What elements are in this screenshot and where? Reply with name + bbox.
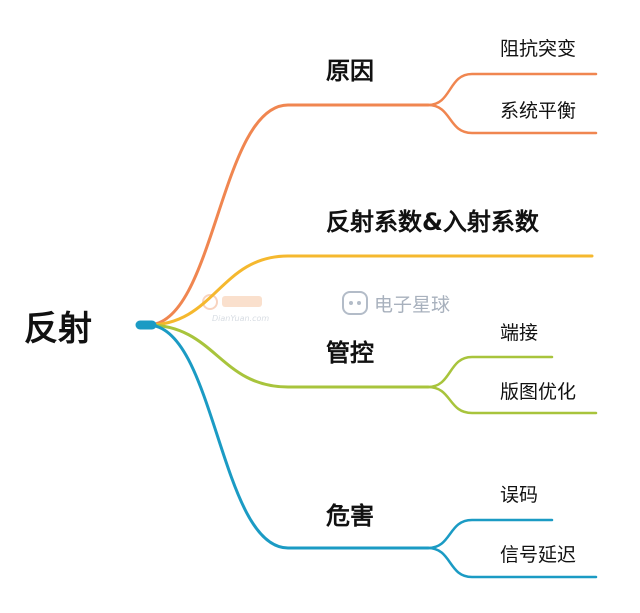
root-node-label: 反射 [24, 309, 92, 349]
branch-label-control: 管控 [326, 339, 374, 367]
leaf-label-impedance: 阻抗突变 [500, 38, 576, 60]
watermark-dianyuan-text: DianYuan.com [212, 314, 269, 323]
watermark-dianzixingqiu: 电子星球 [342, 291, 450, 316]
edge-root-to-coefficient [146, 254, 594, 327]
edge-control-to-termination [426, 355, 554, 389]
edge-harm-to-delay [426, 546, 598, 579]
branch-label-coefficient: 反射系数&入射系数 [326, 208, 540, 236]
watermark-dianzixingqiu-text: 电子星球 [374, 294, 450, 316]
branch-label-reason: 原因 [326, 57, 374, 85]
leaf-label-layout: 版图优化 [500, 381, 576, 403]
edge-reason-to-impedance [426, 72, 598, 107]
robot-face-icon [342, 291, 368, 315]
edge-root-to-harm [146, 323, 430, 550]
edge-reason-to-balance [426, 103, 598, 135]
leaf-label-termination: 端接 [500, 322, 538, 344]
edge-harm-to-bit-error [426, 518, 554, 550]
leaf-label-bit-error: 误码 [500, 484, 538, 506]
edge-root-to-control [146, 323, 430, 389]
leaf-label-balance: 系统平衡 [500, 100, 576, 122]
edge-control-to-layout [426, 385, 598, 415]
watermark-dianyuan: DianYuan.com [202, 294, 269, 323]
branch-label-harm: 危害 [326, 502, 374, 530]
leaf-label-delay: 信号延迟 [500, 544, 576, 566]
edge-root-to-reason [146, 103, 430, 327]
